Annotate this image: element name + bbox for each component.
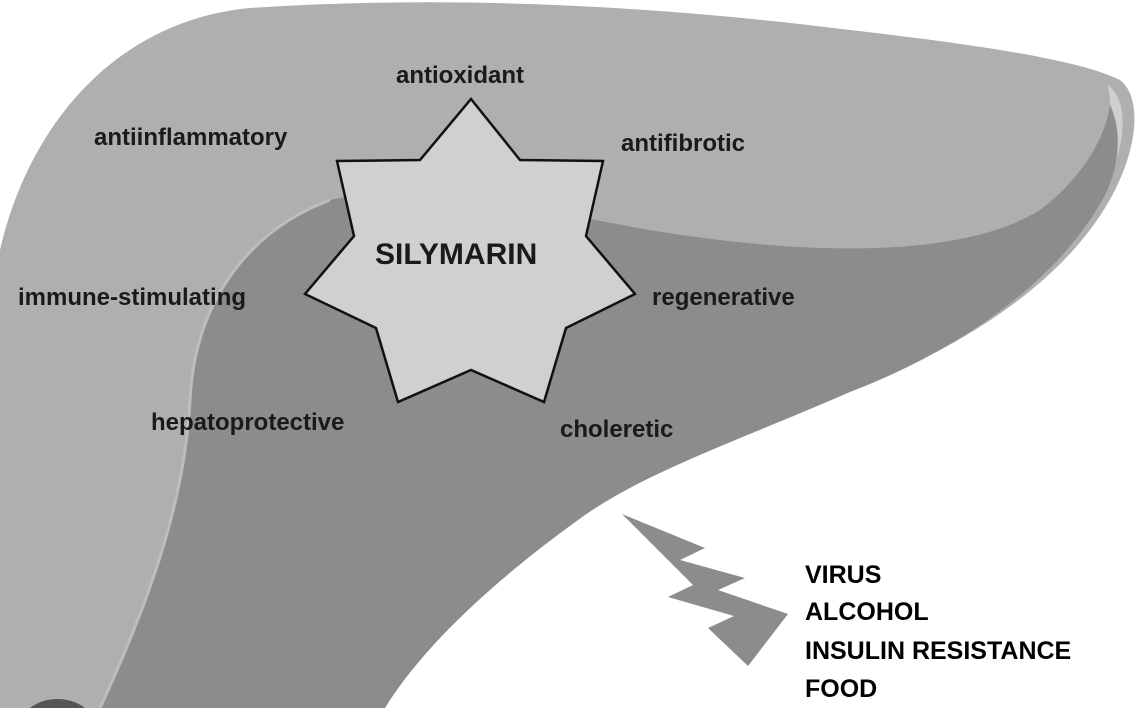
- property-immune-stimulating: immune-stimulating: [18, 284, 247, 311]
- threat-food: FOOD: [805, 675, 878, 703]
- property-antifibrotic: antifibrotic: [621, 130, 745, 157]
- center-label: SILYMARIN: [375, 238, 538, 271]
- threat-virus: VIRUS: [805, 561, 882, 589]
- property-hepatoprotective: hepatoprotective: [151, 409, 345, 436]
- liver-dark-lobe: [0, 105, 1118, 708]
- property-regenerative: regenerative: [652, 284, 795, 311]
- liver-notch: [30, 699, 85, 708]
- threat-insulin-resistance: INSULIN RESISTANCE: [805, 637, 1072, 665]
- threat-alcohol: ALCOHOL: [805, 598, 929, 626]
- liver-lobe-edge: [98, 198, 331, 708]
- property-antiinflammatory: antiinflammatory: [94, 124, 288, 151]
- lightning-bolt-icon: [622, 514, 788, 666]
- silymarin-star: [303, 97, 637, 404]
- property-choleretic: choleretic: [560, 416, 674, 443]
- property-antioxidant: antioxidant: [396, 62, 525, 89]
